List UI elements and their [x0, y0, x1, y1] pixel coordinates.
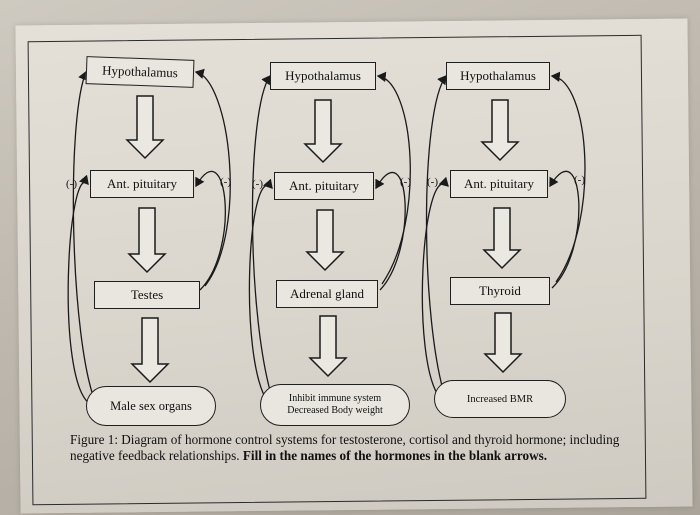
col1-loop-to-hypothalamus: [72, 70, 97, 405]
col1-outer-loop-left: [67, 174, 91, 405]
caption-text: Figure 1: Diagram of hormone control sys…: [70, 432, 620, 463]
col3-thyroid-box: Thyroid: [450, 277, 550, 305]
col2-blank-arrow-2: [305, 209, 345, 272]
col2-outer-loop-left: [248, 178, 273, 403]
col1-blank-arrow-3: [130, 317, 170, 384]
col3-outer-feedback-sign: (-): [427, 176, 438, 188]
col3-target-label: Increased BMR: [466, 393, 534, 405]
col1-hypothalamus-box: Hypothalamus: [85, 56, 195, 88]
col2-target-line1: Inhibit immune system: [288, 393, 382, 404]
col3-inner-loop-hypothalamus: [550, 71, 586, 283]
col1-inner-loop-right: [195, 170, 226, 291]
figure-caption: Figure 1: Diagram of hormone control sys…: [70, 432, 630, 463]
caption-instruction: Fill in the names of the hormones in the…: [242, 447, 548, 463]
col2-inner-loop-right: [375, 171, 406, 291]
col2-inner-feedback-sign: (-): [400, 176, 411, 188]
blank-arrows: [125, 95, 523, 384]
col3-inner-feedback-sign: (-): [574, 174, 585, 186]
col1-testes-box: Testes: [94, 281, 200, 309]
col1-blank-arrow-2: [127, 207, 167, 274]
col2-loop-to-hypothalamus: [251, 74, 275, 405]
feedback-loops: [67, 68, 586, 405]
col2-inner-loop-hypothalamus: [376, 71, 411, 285]
col2-target-immune-bodyweight: Inhibit immune system Decreased Body wei…: [260, 384, 410, 426]
col2-outer-feedback-sign: (-): [252, 178, 263, 190]
col3-target-increased-bmr: Increased BMR: [434, 380, 566, 418]
col1-ant-pituitary-box: Ant. pituitary: [90, 170, 194, 198]
col2-hypothalamus-box: Hypothalamus: [270, 62, 376, 90]
col1-blank-arrow-1: [125, 95, 165, 160]
col2-blank-arrow-3: [308, 315, 348, 378]
col2-ant-pituitary-box: Ant. pituitary: [274, 172, 374, 200]
col1-outer-feedback-sign: (-): [66, 178, 77, 190]
col3-blank-arrow-3: [483, 312, 523, 374]
col1-target-male-sex-organs: Male sex organs: [86, 386, 216, 426]
col1-inner-loop-hypothalamus: [194, 68, 231, 287]
col1-target-label: Male sex organs: [110, 398, 192, 413]
col2-adrenal-gland-box: Adrenal gland: [276, 280, 378, 308]
col2-target-line2: Decreased Body weight: [287, 405, 383, 416]
col1-inner-feedback-sign: (-): [220, 176, 231, 188]
col3-loop-to-hypothalamus: [425, 74, 447, 401]
col3-hypothalamus-box: Hypothalamus: [446, 62, 550, 90]
col2-blank-arrow-1: [303, 99, 343, 164]
col3-outer-loop-left: [421, 176, 449, 399]
col3-blank-arrow-1: [480, 99, 520, 162]
col3-inner-loop-right: [549, 170, 580, 289]
col3-ant-pituitary-box: Ant. pituitary: [450, 170, 548, 198]
col3-blank-arrow-2: [482, 207, 522, 270]
